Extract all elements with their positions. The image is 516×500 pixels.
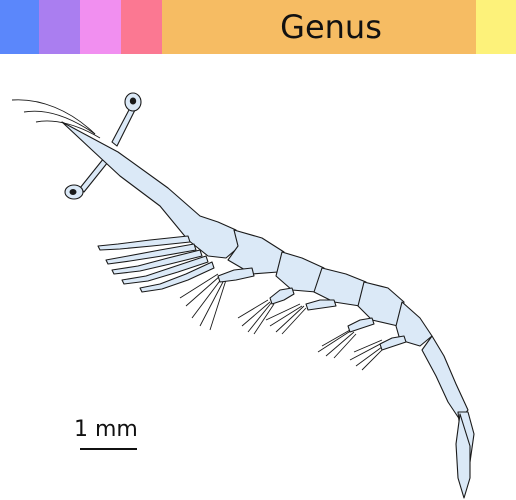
leg-3	[111, 249, 203, 275]
taxonomic-rank-bar: Genus	[0, 0, 516, 54]
leg-4	[121, 255, 209, 285]
scale-bar-label: 1 mm	[74, 417, 138, 442]
leg-1	[97, 235, 191, 251]
crustacean-specimen-illustration	[11, 92, 475, 499]
rank-segment-1	[0, 0, 39, 54]
eyestalk-upper	[111, 107, 136, 147]
rank-segment-6	[476, 0, 516, 54]
rank-segment-4	[121, 0, 162, 54]
pleopod-3	[305, 299, 337, 311]
scale-bar	[80, 448, 137, 450]
eye-pupils	[69, 97, 137, 195]
setae	[11, 99, 389, 371]
specimen-body	[61, 92, 475, 499]
abdomen-segment-1	[227, 229, 285, 275]
rank-segment-genus: Genus	[162, 0, 476, 54]
rank-label: Genus	[280, 8, 382, 46]
abdomen-segment-5	[395, 301, 433, 347]
leg-5	[139, 261, 215, 293]
rank-segment-3	[80, 0, 121, 54]
pleopod-4	[347, 317, 375, 333]
leg-2	[105, 243, 197, 265]
pleopod-5	[379, 335, 407, 351]
uropod	[455, 413, 471, 499]
pleopod-2	[269, 287, 295, 305]
carapace	[61, 121, 241, 259]
abdomen-segment-6	[421, 335, 469, 421]
rank-segment-2	[39, 0, 80, 54]
eyestalk-lower	[79, 157, 109, 193]
pleopod-1	[217, 267, 255, 283]
